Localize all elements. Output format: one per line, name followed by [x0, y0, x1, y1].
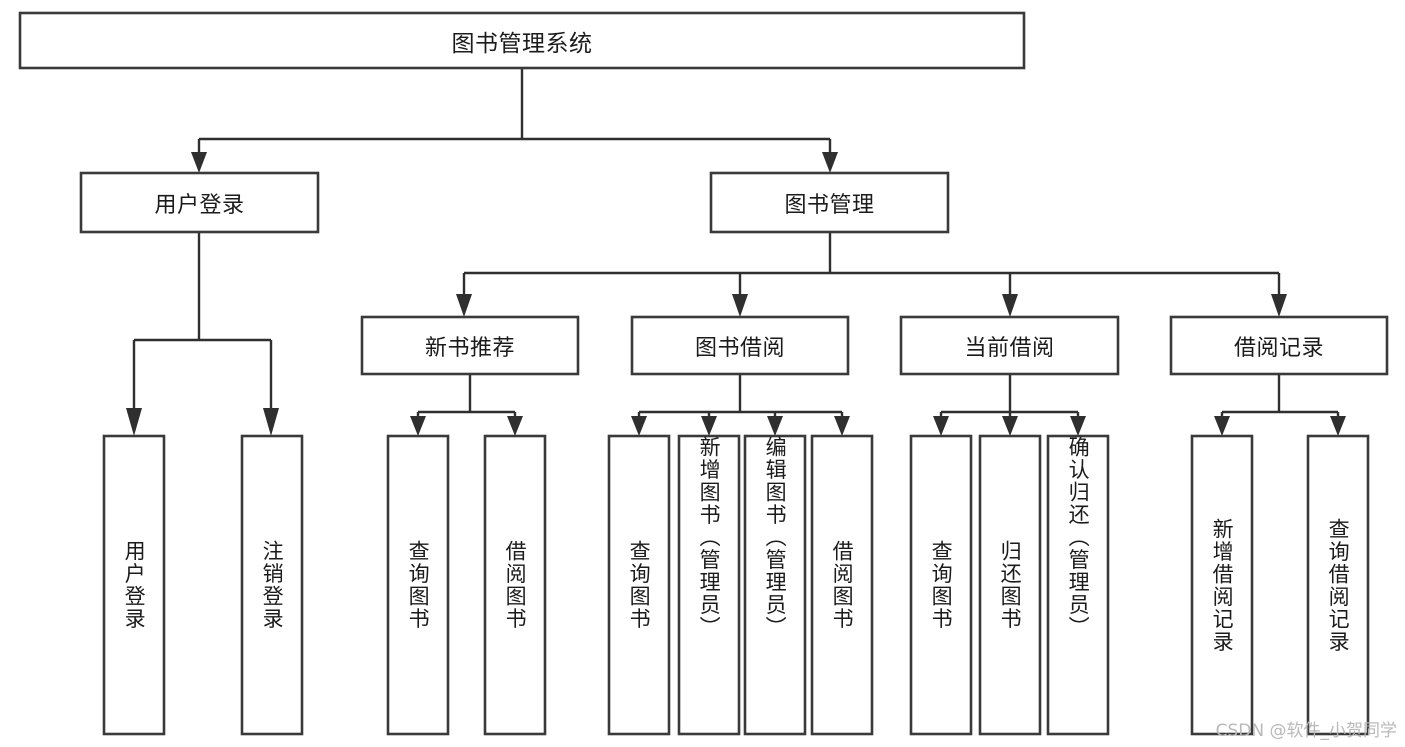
connector-group-root	[191, 68, 838, 173]
arrow-login-leaf-2	[263, 408, 279, 436]
leaf-current-borrow-1[interactable]	[909, 434, 973, 736]
node-current-borrow[interactable]	[899, 315, 1120, 376]
connector-group-borrowrecord	[1214, 374, 1346, 436]
arrow-newbook-leaf-1	[410, 416, 426, 436]
connector-group-newbook	[410, 374, 523, 436]
leaf-book-borrow-4[interactable]	[810, 434, 874, 736]
arrow-newbook-leaf-2	[507, 416, 523, 436]
connector-group-userlogin	[126, 232, 279, 436]
leaf-user-login-2[interactable]	[240, 434, 304, 736]
arrow-root-to-bookmgmt	[822, 152, 838, 173]
leaf-current-borrow-3[interactable]	[1046, 434, 1110, 736]
watermark-text: CSDN @软件_小贺同学	[1215, 721, 1397, 741]
node-user-login[interactable]	[79, 171, 320, 234]
leaf-new-book-2[interactable]	[483, 434, 547, 736]
leaf-book-borrow-2[interactable]	[677, 434, 741, 736]
arrow-currentborrow-leaf-3	[1070, 416, 1086, 436]
leaf-borrow-record-1[interactable]	[1190, 434, 1254, 736]
node-book-management[interactable]	[709, 171, 950, 234]
connector-group-bookmgmt	[456, 232, 1287, 317]
leaf-current-borrow-2[interactable]	[978, 434, 1042, 736]
node-new-book-recommend[interactable]	[360, 315, 580, 376]
arrow-bookmgmt-child-4	[1271, 294, 1287, 317]
arrow-borrowrecord-leaf-2	[1330, 416, 1346, 436]
node-book-borrow[interactable]	[630, 315, 850, 376]
leaf-book-borrow-3[interactable]	[743, 434, 807, 736]
arrow-currentborrow-leaf-1	[933, 416, 949, 436]
node-root[interactable]	[18, 11, 1026, 70]
arrow-bookmgmt-child-1	[456, 294, 472, 317]
arrow-borrowrecord-leaf-1	[1214, 416, 1230, 436]
arrow-bookmgmt-child-2	[732, 294, 748, 317]
leaf-borrow-record-2[interactable]	[1306, 434, 1370, 736]
leaf-new-book-1[interactable]	[386, 434, 450, 736]
arrow-currentborrow-leaf-2	[1002, 416, 1018, 436]
arrow-bookborrow-leaf-3	[767, 416, 783, 436]
arrow-bookborrow-leaf-2	[701, 416, 717, 436]
connector-group-currentborrow	[933, 374, 1086, 436]
arrow-bookborrow-leaf-4	[834, 416, 850, 436]
arrow-bookmgmt-child-3	[1002, 294, 1018, 317]
connector-group-bookborrow	[631, 374, 850, 436]
leaf-user-login-1[interactable]	[102, 434, 166, 736]
arrow-login-leaf-1	[126, 408, 142, 436]
arrow-root-to-login	[191, 152, 207, 173]
leaf-book-borrow-1[interactable]	[607, 434, 671, 736]
node-borrow-record[interactable]	[1169, 315, 1389, 376]
arrow-bookborrow-leaf-1	[631, 416, 647, 436]
